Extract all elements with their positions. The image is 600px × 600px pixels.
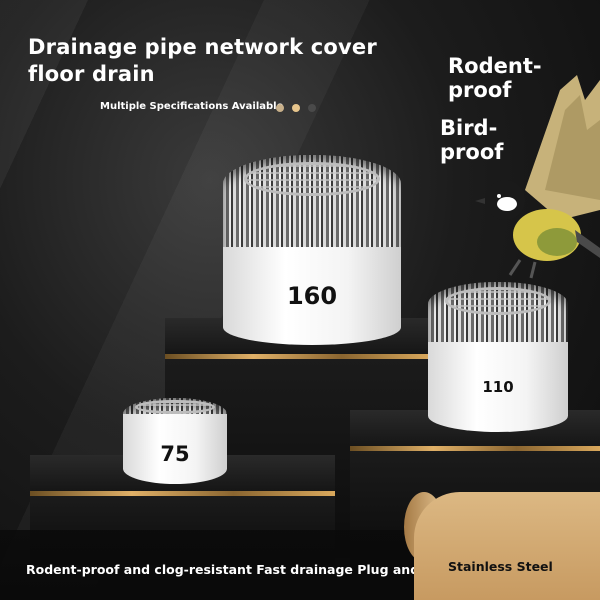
bird-proof-callout: Bird- proof [440,116,504,164]
floor-drain-110: 110 [428,282,568,432]
banner-subtitle: Multiple Specifications Available [100,101,284,112]
title-line-1: Drainage pipe network cover [28,35,377,59]
feature-summary: Rodent-proof and clog-resistant Fast dra… [26,562,453,577]
podium-gold-trim [350,446,600,451]
material-label: Stainless Steel [448,559,553,574]
white-collar: 160 [223,247,401,345]
rodent-proof-callout: Rodent- proof [448,54,542,102]
podium-gold-trim [30,491,335,496]
floor-drain-160: 160 [223,155,401,345]
size-label: 160 [286,282,338,310]
dot-indicator [276,104,284,112]
white-collar: 75 [123,414,227,484]
size-label: 75 [160,442,190,466]
dot-indicator [292,104,300,112]
white-collar: 110 [428,342,568,432]
dot-indicator [308,104,316,112]
bird-illustration [475,75,600,279]
steel-grille [223,155,401,265]
podium-gold-trim [165,354,430,359]
footer-bar [0,530,440,600]
banner-title: Drainage pipe network cover floor drain [28,34,377,88]
title-line-2: floor drain [28,62,155,86]
carousel-dots [276,104,326,114]
material-badge [414,492,600,600]
size-label: 110 [482,378,514,396]
floor-drain-75: 75 [123,398,227,484]
